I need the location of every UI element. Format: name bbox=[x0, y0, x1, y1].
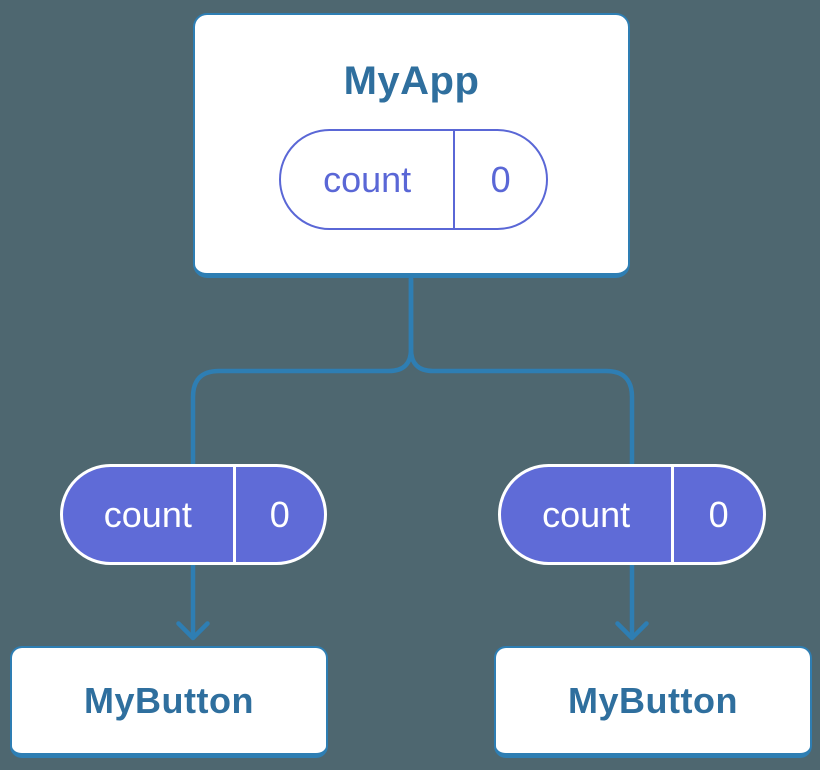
prop-value-right: 0 bbox=[671, 467, 763, 562]
component-node-mybutton-left: MyButton bbox=[10, 646, 328, 758]
component-title-myapp: MyApp bbox=[343, 59, 480, 103]
arrowhead-right-icon bbox=[615, 621, 649, 641]
state-pill: count 0 bbox=[279, 129, 548, 230]
component-title-mybutton-left: MyButton bbox=[84, 679, 254, 721]
connector-left-branch bbox=[190, 276, 414, 639]
prop-label-left: count bbox=[103, 493, 192, 535]
prop-pill-right: count 0 bbox=[498, 464, 766, 565]
state-label: count bbox=[323, 158, 412, 200]
prop-pill-left: count 0 bbox=[60, 464, 327, 565]
component-node-myapp: MyApp count 0 bbox=[193, 13, 630, 278]
prop-label-right: count bbox=[542, 493, 631, 535]
component-title-mybutton-right: MyButton bbox=[568, 679, 738, 721]
arrowhead-left-icon bbox=[176, 621, 210, 641]
component-node-mybutton-right: MyButton bbox=[494, 646, 812, 758]
state-value: 0 bbox=[453, 131, 546, 228]
prop-value-left: 0 bbox=[232, 467, 324, 562]
connector-right-branch bbox=[408, 276, 635, 639]
